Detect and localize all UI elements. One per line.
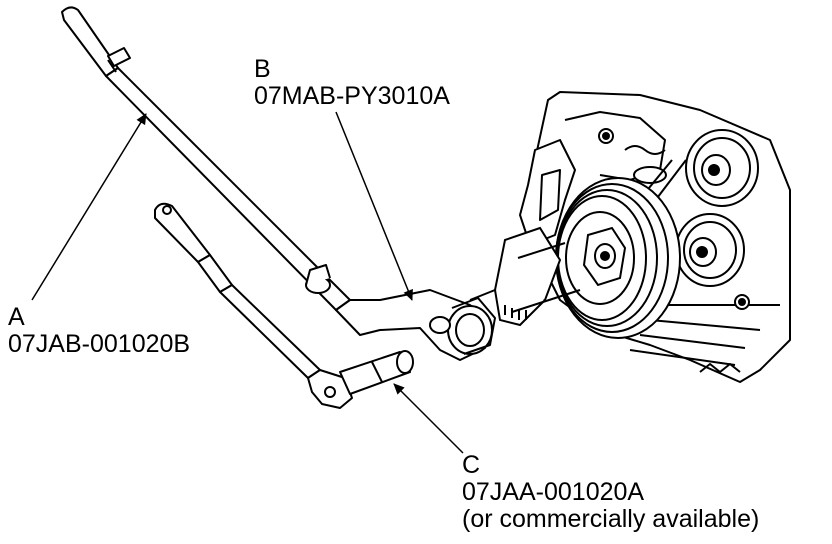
callout-c-note: (or commercially available) (462, 505, 760, 533)
tensioner-pulley (675, 213, 745, 287)
callout-b-letter: B (254, 55, 271, 83)
callout-b-part-number: 07MAB-PY3010A (254, 82, 450, 110)
breaker-bar-c (154, 202, 414, 409)
callout-c-part-number: 07JAA-001020A (462, 478, 645, 506)
callout-c: C 07JAA-001020A (or commercially availab… (462, 452, 759, 533)
pulley-holder-socket (469, 226, 581, 327)
leader-line-a (31, 113, 147, 301)
callout-b: B 07MAB-PY3010A (254, 56, 450, 110)
leader-line-b (335, 111, 413, 301)
callout-c-letter: C (462, 451, 481, 479)
callout-a-letter: A (8, 303, 25, 331)
holder-attachment-b (335, 289, 496, 361)
callout-a-part-number: 07JAB-001020B (8, 330, 191, 358)
idler-pulley-upper (685, 129, 759, 207)
crankshaft-pulley (555, 177, 681, 339)
leader-line-c (393, 383, 464, 454)
callout-a: A 07JAB-001020B (8, 304, 190, 358)
